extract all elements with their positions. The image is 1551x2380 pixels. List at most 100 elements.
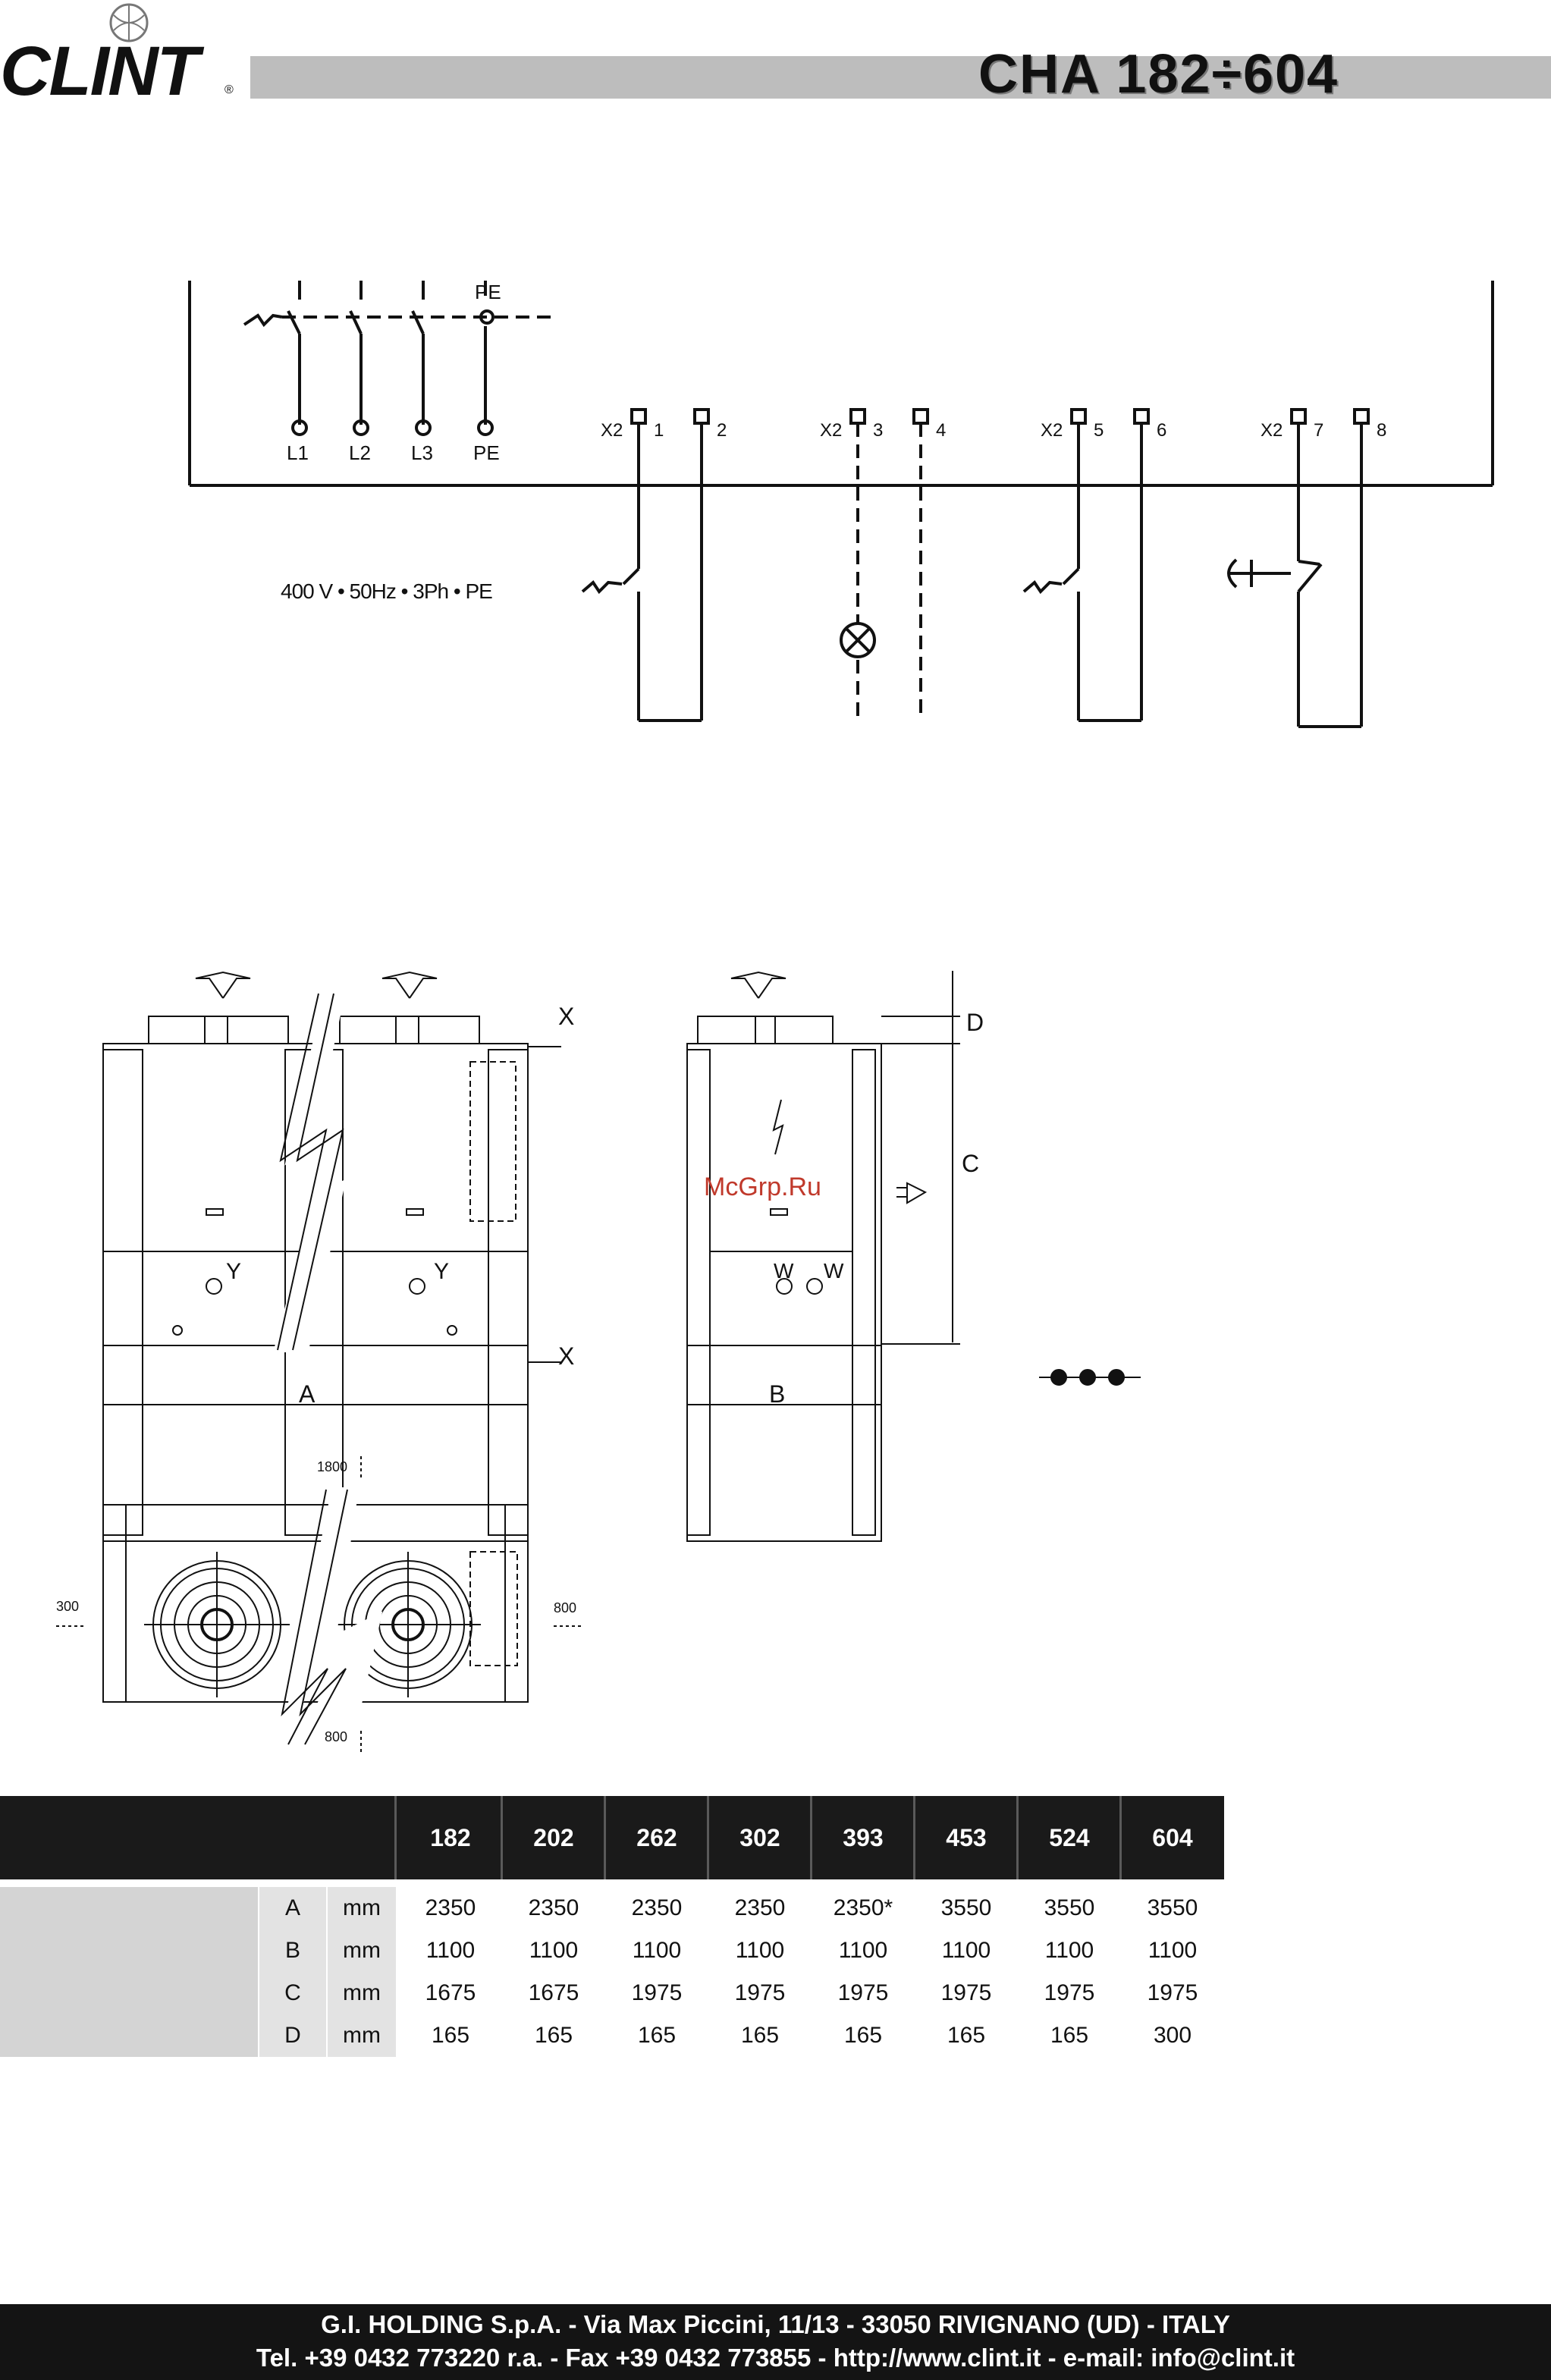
- watermark: McGrp.Ru: [704, 1173, 821, 1201]
- value-cell: 2350: [528, 1895, 579, 1920]
- value-cell: 1100: [838, 1938, 888, 1963]
- clearance-bottom: 800: [325, 1729, 348, 1744]
- dim-key: C: [259, 1972, 326, 2014]
- terminal-l2: L2: [349, 441, 371, 464]
- terminal-l1: L1: [287, 441, 309, 464]
- group2-x2: X2: [820, 420, 843, 441]
- value-cell: 1100: [941, 1938, 991, 1963]
- header-bar: [250, 56, 1551, 99]
- value-cell: 165: [740, 2023, 780, 2048]
- group4-x2: X2: [1261, 420, 1283, 441]
- table-row: A mm 2350 2350 2350 2350 2350* 3550 3550…: [0, 1887, 1224, 1929]
- pe-top-label: PE: [475, 281, 501, 303]
- model-header: 393: [843, 1824, 884, 1851]
- group2-b: 4: [936, 420, 947, 441]
- clearance-top: 1800: [317, 1459, 348, 1474]
- value-cell: 1100: [529, 1938, 579, 1963]
- row-label-cell: [0, 1887, 258, 1929]
- model-header: 453: [946, 1824, 987, 1851]
- group3-x2: X2: [1041, 420, 1063, 441]
- group4-a: 7: [1314, 420, 1324, 441]
- model-header: 182: [430, 1824, 471, 1851]
- group3-b: 6: [1157, 420, 1167, 441]
- value-cell: 165: [843, 2023, 883, 2048]
- value-cell: 1975: [734, 1980, 786, 2005]
- value-cell: 1100: [632, 1938, 682, 1963]
- value-cell: 2350*: [833, 1895, 893, 1920]
- front-y-label-1: Y: [226, 1259, 242, 1284]
- model-header: 202: [533, 1824, 574, 1851]
- dim-unit: mm: [328, 1887, 396, 1929]
- value-cell: 3550: [940, 1895, 992, 1920]
- unit-dimension-drawing: [56, 971, 1141, 1755]
- logo-emblem-icon: [109, 3, 149, 42]
- row-label-cell: [0, 1929, 258, 1972]
- table-row: C mm 1675 1675 1975 1975 1975 1975 1975 …: [0, 1972, 1224, 2014]
- side-w-label-2: W: [824, 1259, 844, 1283]
- value-cell: 1100: [1044, 1938, 1094, 1963]
- dim-unit: mm: [328, 2014, 396, 2057]
- value-cell: 1100: [1148, 1938, 1198, 1963]
- page-title: CHA 182÷604: [978, 44, 1339, 105]
- group2-a: 3: [873, 420, 884, 441]
- value-cell: 1675: [528, 1980, 579, 2005]
- group4-b: 8: [1377, 420, 1387, 441]
- footer: G.I. HOLDING S.p.A. - Via Max Piccini, 1…: [0, 2304, 1551, 2380]
- value-cell: 2350: [425, 1895, 476, 1920]
- value-cell: 1675: [425, 1980, 476, 2005]
- value-cell: 1100: [425, 1938, 476, 1963]
- terminal-l3: L3: [411, 441, 433, 464]
- value-cell: 1975: [940, 1980, 992, 2005]
- value-cell: 165: [637, 2023, 677, 2048]
- value-cell: 3550: [1147, 1895, 1198, 1920]
- table-row: B mm 1100 1100 1100 1100 1100 1100 1100 …: [0, 1929, 1224, 1972]
- clearance-left: 300: [56, 1599, 80, 1614]
- value-cell: 300: [1153, 2023, 1192, 2048]
- value-cell: 165: [431, 2023, 470, 2048]
- wiring-diagram: [188, 281, 1494, 728]
- dim-key: B: [259, 1929, 326, 1972]
- x-bottom-label: X: [558, 1342, 575, 1370]
- table-row: D mm 165 165 165 165 165 165 165 300: [0, 2014, 1224, 2057]
- model-header: 302: [739, 1824, 780, 1851]
- front-y-label-2: Y: [434, 1259, 450, 1284]
- group3-a: 5: [1094, 420, 1104, 441]
- dimension-a: A: [299, 1380, 316, 1408]
- terminal-pe: PE: [473, 441, 500, 464]
- value-cell: 1975: [631, 1980, 683, 2005]
- value-cell: 1100: [735, 1938, 785, 1963]
- dim-unit: mm: [328, 1929, 396, 1972]
- value-cell: 3550: [1044, 1895, 1095, 1920]
- row-label-cell: [0, 1972, 258, 2014]
- value-cell: 165: [947, 2023, 986, 2048]
- side-w-label-1: W: [774, 1259, 794, 1283]
- logo-registered-mark: ®: [224, 83, 234, 96]
- footer-address: G.I. HOLDING S.p.A. - Via Max Piccini, 1…: [321, 2310, 1230, 2338]
- model-header: 604: [1152, 1824, 1193, 1851]
- value-cell: 1975: [1147, 1980, 1198, 2005]
- row-label-cell: [0, 2014, 258, 2057]
- value-cell: 165: [1050, 2023, 1089, 2048]
- footer-contacts: Tel. +39 0432 773220 r.a. - Fax +39 0432…: [256, 2344, 1295, 2372]
- dimension-d: D: [966, 1009, 984, 1036]
- value-cell: 2350: [734, 1895, 786, 1920]
- dim-key: A: [259, 1887, 326, 1929]
- model-header: 524: [1049, 1824, 1090, 1851]
- clint-logo: CLINT: [0, 33, 199, 110]
- clearance-right: 800: [554, 1600, 577, 1615]
- dim-key: D: [259, 2014, 326, 2057]
- table-header: 182 202 262 302 393 453 524 604: [0, 1796, 1224, 1879]
- model-header: 262: [636, 1824, 677, 1851]
- group1-a: 1: [654, 420, 664, 441]
- value-cell: 165: [534, 2023, 573, 2048]
- group1-b: 2: [717, 420, 727, 441]
- value-cell: 1975: [837, 1980, 889, 2005]
- dimension-c: C: [962, 1150, 980, 1177]
- x-top-label: X: [558, 1003, 575, 1030]
- value-cell: 1975: [1044, 1980, 1095, 2005]
- supply-spec: 400 V • 50Hz • 3Ph • PE: [281, 579, 493, 603]
- value-cell: 2350: [631, 1895, 683, 1920]
- dim-unit: mm: [328, 1972, 396, 2014]
- dimension-b: B: [769, 1380, 786, 1408]
- group1-x2: X2: [601, 420, 623, 441]
